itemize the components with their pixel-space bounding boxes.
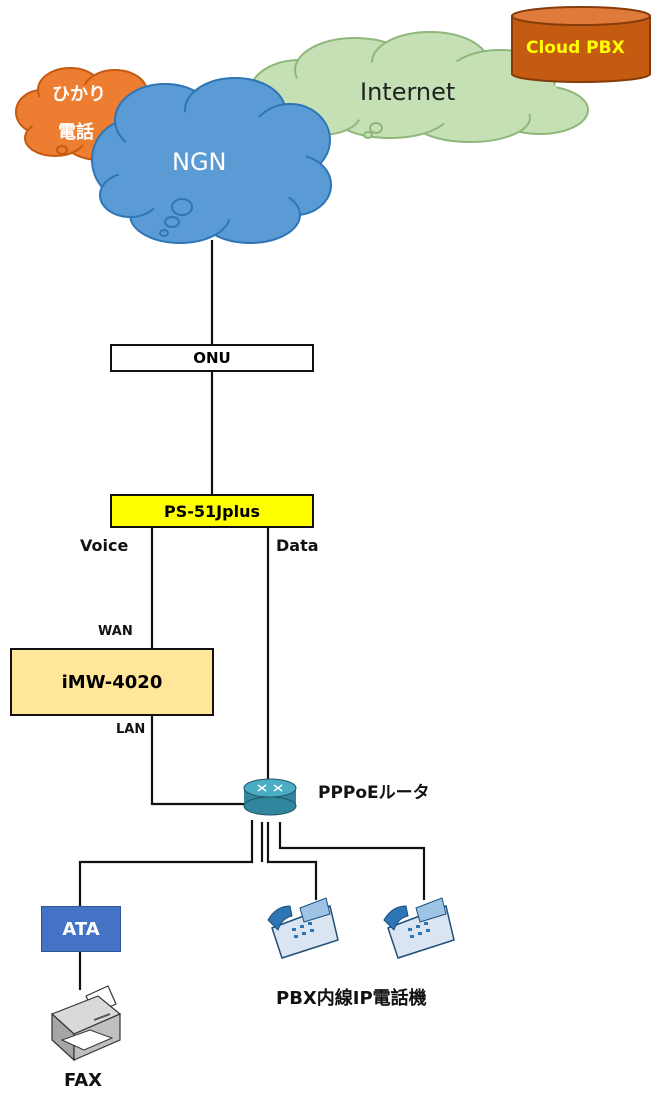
router-icon bbox=[243, 778, 297, 816]
connection-lines bbox=[78, 240, 426, 990]
pppoe-router-label: PPPoEルータ bbox=[318, 783, 430, 803]
ngn-label: NGN bbox=[172, 148, 227, 176]
internet-label: Internet bbox=[360, 78, 456, 106]
hikari-denwa-label-1: ひかり bbox=[52, 84, 106, 105]
ip-phone-icon-2 bbox=[383, 897, 455, 959]
data-port-label: Data bbox=[276, 536, 319, 555]
ip-phone-icon-1 bbox=[267, 897, 339, 959]
fax-label: FAX bbox=[64, 1070, 103, 1091]
pbx-ip-phones-label: PBX内線IP電話機 bbox=[276, 988, 427, 1009]
ngn-cloud bbox=[91, 77, 332, 244]
cloud-pbx-cylinder bbox=[511, 6, 651, 83]
imw-4020-box: iMW-4020 bbox=[10, 648, 214, 716]
cloud-pbx-label: Cloud PBX bbox=[526, 38, 625, 58]
fax-machine-icon bbox=[50, 985, 122, 1062]
hikari-denwa-label-2: 電話 bbox=[58, 122, 94, 143]
wan-port-label: WAN bbox=[98, 624, 133, 639]
ata-box: ATA bbox=[41, 906, 121, 952]
lan-port-label: LAN bbox=[116, 722, 146, 737]
onu-box: ONU bbox=[110, 344, 314, 372]
ps-51jplus-box: PS-51Jplus bbox=[110, 494, 314, 528]
voice-port-label: Voice bbox=[80, 536, 129, 555]
